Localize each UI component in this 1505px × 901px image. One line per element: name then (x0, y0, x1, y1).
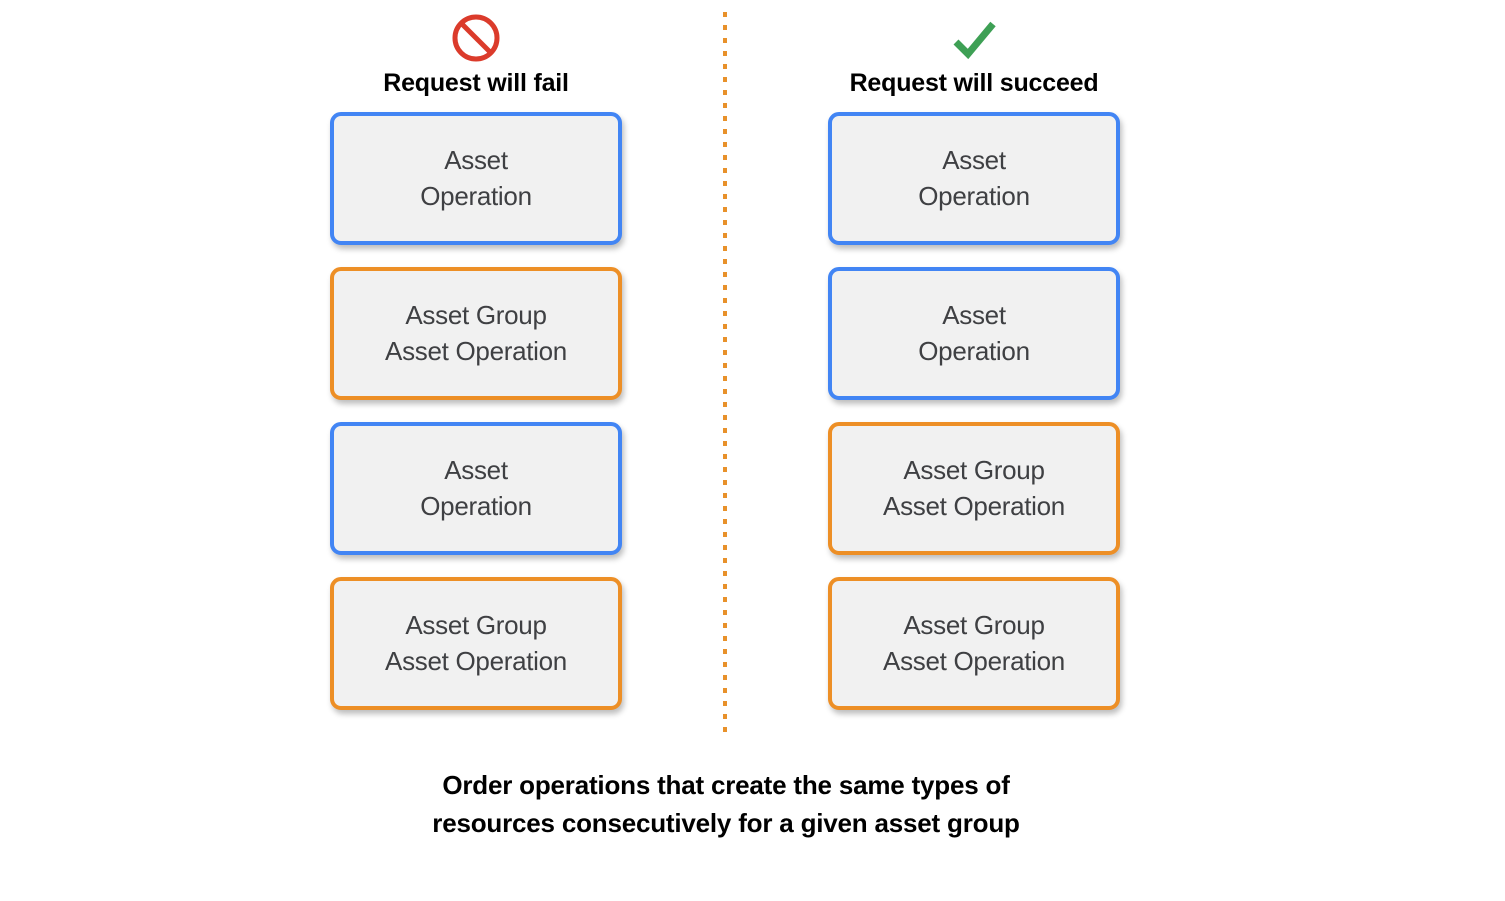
box-stack-fail: Asset Operation Asset Group Asset Operat… (330, 112, 622, 732)
node-box-label: Asset Operation (918, 144, 1030, 211)
vertical-dotted-divider (723, 12, 727, 735)
checkmark-icon (946, 10, 1002, 66)
column-header-fail: Request will fail (326, 10, 626, 98)
node-box-label: Asset Group Asset Operation (385, 299, 567, 366)
column-header-succeed: Request will succeed (824, 10, 1124, 98)
node-box-label: Asset Operation (420, 454, 532, 521)
node-box-label: Asset Operation (420, 144, 532, 211)
box-stack-succeed: Asset Operation Asset Operation Asset Gr… (828, 112, 1120, 732)
diagram-caption: Order operations that create the same ty… (432, 770, 1020, 839)
node-box-asset-operation[interactable]: Asset Operation (828, 267, 1120, 400)
node-box-label: Asset Group Asset Operation (385, 609, 567, 676)
column-title-fail: Request will fail (383, 69, 569, 97)
node-box-label: Asset Group Asset Operation (883, 609, 1065, 676)
prohibition-icon (448, 10, 504, 66)
column-title-succeed: Request will succeed (849, 69, 1099, 97)
node-box-asset-group-asset-operation[interactable]: Asset Group Asset Operation (828, 577, 1120, 710)
node-box-asset-group-asset-operation[interactable]: Asset Group Asset Operation (828, 422, 1120, 555)
node-box-asset-group-asset-operation[interactable]: Asset Group Asset Operation (330, 577, 622, 710)
node-box-asset-group-asset-operation[interactable]: Asset Group Asset Operation (330, 267, 622, 400)
node-box-label: Asset Operation (918, 299, 1030, 366)
node-box-label: Asset Group Asset Operation (883, 454, 1065, 521)
node-box-asset-operation[interactable]: Asset Operation (330, 422, 622, 555)
node-box-asset-operation[interactable]: Asset Operation (828, 112, 1120, 245)
node-box-asset-operation[interactable]: Asset Operation (330, 112, 622, 245)
